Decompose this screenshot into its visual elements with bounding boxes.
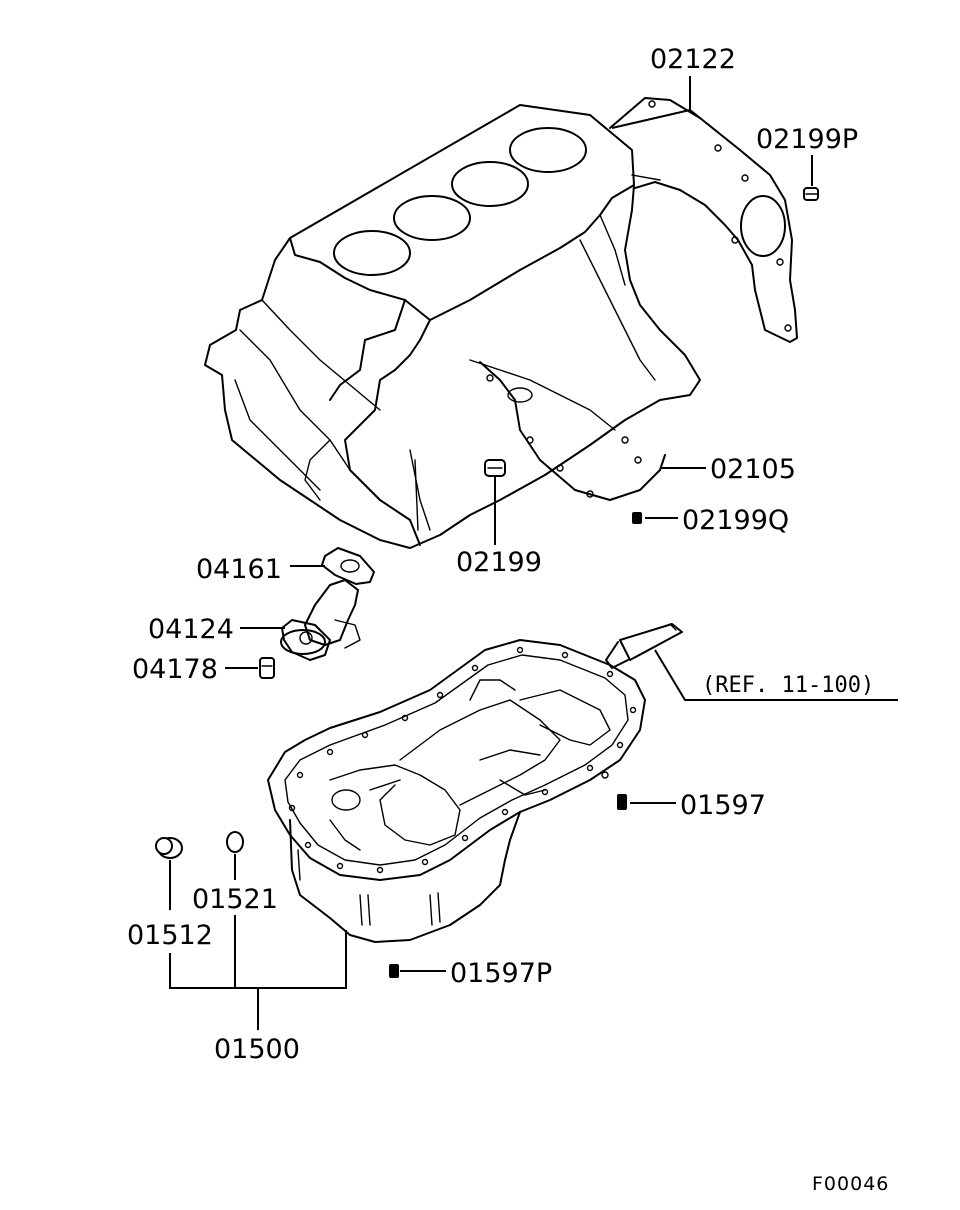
oil-strainer <box>280 579 361 661</box>
label-04161: 04161 <box>196 554 282 585</box>
sealant-tube-icon <box>605 623 683 669</box>
label-01512: 01512 <box>127 920 213 951</box>
bolt-02199Q <box>632 512 642 524</box>
label-04124: 04124 <box>148 614 234 645</box>
leader-lines <box>169 76 898 1030</box>
label-02199Q: 02199Q <box>682 505 789 536</box>
label-02122: 02122 <box>650 44 736 75</box>
bolt-04178 <box>259 657 275 679</box>
bolt-02199P <box>803 187 819 201</box>
label-04178: 04178 <box>132 654 218 685</box>
rear-plate <box>609 97 798 343</box>
label-02105: 02105 <box>710 454 796 485</box>
label-02199: 02199 <box>456 547 542 578</box>
label-01521: 01521 <box>192 884 278 915</box>
figure-code: F00046 <box>812 1173 889 1195</box>
strainer-gasket <box>321 547 375 585</box>
bolt-01597 <box>617 794 627 810</box>
label-01597: 01597 <box>680 790 766 821</box>
label-01597P: 01597P <box>450 958 552 989</box>
bolt-01597P <box>389 964 399 978</box>
gasket-ring-01521 <box>226 831 244 853</box>
label-02199P: 02199P <box>756 124 858 155</box>
engine-block <box>204 104 701 549</box>
oil-pan <box>267 639 646 943</box>
bolt-02199 <box>484 459 506 477</box>
label-01500: 01500 <box>214 1034 300 1065</box>
part-labels: 02122 02199P 02105 02199Q 02199 04161 04… <box>127 44 889 1195</box>
drain-plug-01512 <box>155 837 183 859</box>
reference-label: (REF. 11-100) <box>702 673 874 698</box>
